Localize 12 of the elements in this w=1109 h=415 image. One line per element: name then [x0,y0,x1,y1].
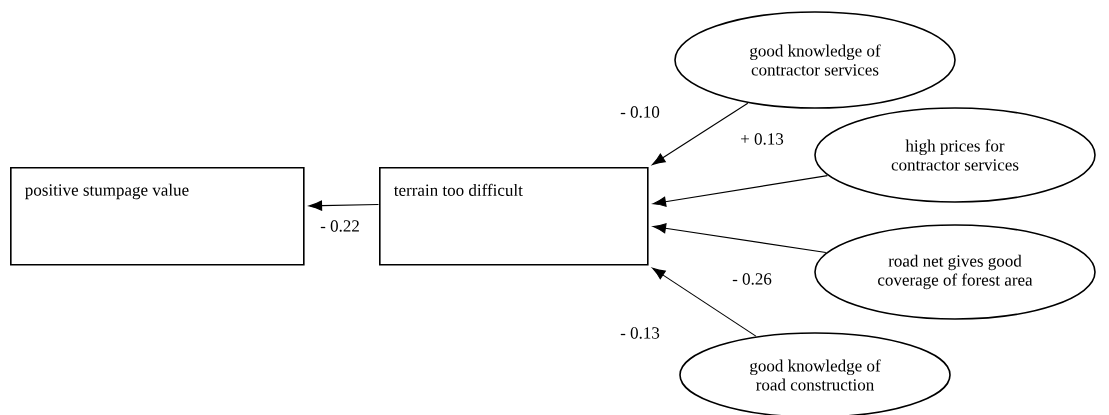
arrow [652,175,828,207]
process-box: terrain too difficult [379,167,649,266]
edge-label: + 0.13 [739,132,785,146]
edge-label: - 0.10 [619,105,661,119]
arrow [652,267,757,337]
edge-label: - 0.26 [731,272,773,286]
edge-label: - 0.13 [619,326,661,340]
arrow [652,102,749,165]
edge-label: - 0.22 [319,219,361,233]
process-box: positive stumpage value [10,167,305,266]
arrow [652,223,827,254]
arrow [308,200,380,211]
